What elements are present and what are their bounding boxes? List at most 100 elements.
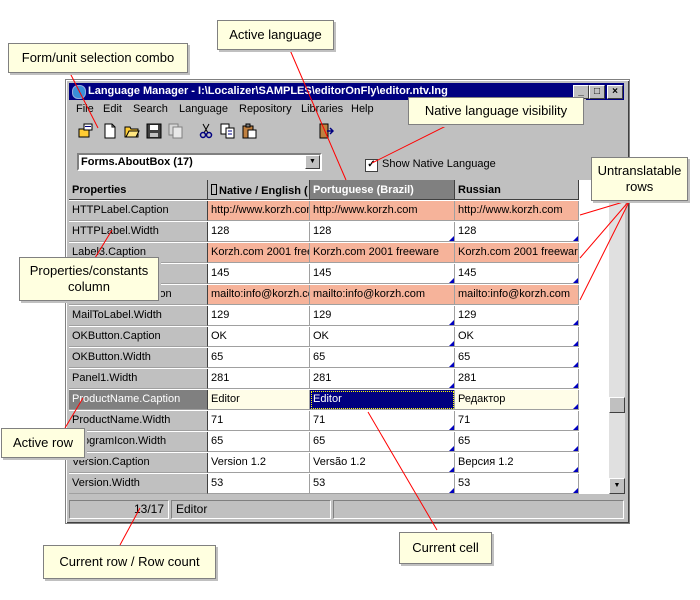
russian-cell[interactable]: OK [455,327,579,347]
native-cell[interactable]: 71 [208,411,310,431]
menu-edit[interactable]: Edit [103,103,122,115]
russian-cell[interactable]: http://www.korzh.com [455,201,579,221]
russian-cell[interactable]: Korzh.com 2001 freeware [455,243,579,263]
form-selection-combo[interactable]: Forms.AboutBox (17) ▼ [77,153,322,171]
russian-cell[interactable]: 281 [455,369,579,389]
portuguese-cell[interactable]: 129 [310,306,455,326]
portuguese-cell[interactable]: Korzh.com 2001 freeware [310,243,455,263]
cut-icon[interactable] [197,122,215,140]
new-file-icon[interactable] [101,122,119,140]
header-portuguese[interactable]: Portuguese (Brazil) [310,180,455,200]
portuguese-cell[interactable]: 128 [310,222,455,242]
maximize-button[interactable]: □ [589,85,605,99]
save-icon[interactable] [145,122,163,140]
property-cell[interactable]: ProductName.Caption [69,390,208,410]
property-cell[interactable]: OKButton.Caption [69,327,208,347]
row-count-status: 13/17 [69,500,169,519]
translation-marker-icon [573,404,578,409]
native-cell[interactable]: 145 [208,264,310,284]
show-native-checkbox[interactable]: ✓ [365,159,378,172]
native-cell[interactable]: 65 [208,432,310,452]
portuguese-cell[interactable]: http://www.korzh.com [310,201,455,221]
portuguese-cell[interactable]: 145 [310,264,455,284]
copy-icon[interactable] [219,122,237,140]
russian-cell[interactable]: 129 [455,306,579,326]
native-cell[interactable]: 128 [208,222,310,242]
chevron-down-icon[interactable]: ▼ [305,155,320,169]
portuguese-cell[interactable]: 281 [310,369,455,389]
native-cell[interactable]: 281 [208,369,310,389]
russian-cell[interactable]: 145 [455,264,579,284]
property-cell[interactable]: HTTPLabel.Width [69,222,208,242]
property-cell[interactable]: ProductName.Width [69,411,208,431]
current-cell[interactable]: Editor [310,390,455,410]
scroll-thumb[interactable] [609,397,625,413]
russian-cell[interactable]: Версия 1.2 [455,453,579,473]
native-cell[interactable]: Version 1.2 [208,453,310,473]
property-cell[interactable]: OKButton.Width [69,348,208,368]
menu-search[interactable]: Search [133,103,168,115]
open-options-icon[interactable] [77,122,95,140]
translation-grid: Properties Native / English ( Portuguese… [69,180,609,494]
russian-cell[interactable]: 71 [455,411,579,431]
portuguese-cell[interactable]: mailto:info@korzh.com [310,285,455,305]
native-cell[interactable]: 129 [208,306,310,326]
native-cell[interactable]: http://www.korzh.com [208,201,310,221]
grid-header: Properties Native / English ( Portuguese… [69,180,609,201]
header-russian[interactable]: Russian [455,180,579,200]
header-native[interactable]: Native / English ( [208,180,310,200]
portuguese-cell[interactable]: OK [310,327,455,347]
title-bar[interactable]: Language Manager - I:\Localizer\SAMPLES\… [69,83,624,100]
portuguese-cell[interactable]: 71 [310,411,455,431]
russian-cell[interactable]: mailto:info@korzh.com [455,285,579,305]
exit-door-icon[interactable] [317,122,335,140]
paste-icon[interactable] [241,122,259,140]
russian-cell[interactable]: 53 [455,474,579,494]
portuguese-cell[interactable]: Versão 1.2 [310,453,455,473]
native-cell[interactable]: Korzh.com 2001 freeware [208,243,310,263]
scroll-down-icon[interactable]: ▼ [609,478,625,494]
property-cell[interactable]: HTTPLabel.Caption [69,201,208,221]
russian-cell[interactable]: 65 [455,432,579,452]
native-cell[interactable]: mailto:info@korzh.com [208,285,310,305]
native-cell[interactable]: 65 [208,348,310,368]
portuguese-cell[interactable]: 65 [310,432,455,452]
native-cell[interactable]: Editor [208,390,310,410]
russian-cell[interactable]: 128 [455,222,579,242]
header-properties[interactable]: Properties [69,180,208,200]
menu-repository[interactable]: Repository [239,103,292,115]
portuguese-cell[interactable]: 53 [310,474,455,494]
close-button[interactable]: × [607,85,623,99]
property-cell[interactable]: ProgramIcon.Width [69,432,208,452]
translation-marker-icon [449,341,454,346]
native-cell[interactable]: OK [208,327,310,347]
property-cell[interactable]: Version.Caption [69,453,208,473]
translation-marker-icon [449,467,454,472]
menu-language[interactable]: Language [179,103,228,115]
open-folder-icon[interactable] [123,122,141,140]
russian-cell[interactable]: 65 [455,348,579,368]
copy-files-icon[interactable] [167,122,185,140]
menu-libraries[interactable]: Libraries [301,103,344,115]
property-cell[interactable]: MailToLabel.Width [69,306,208,326]
property-cell[interactable]: Version.Width [69,474,208,494]
portuguese-cell[interactable]: 65 [310,348,455,368]
property-cell[interactable]: Panel1.Width [69,369,208,389]
russian-cell[interactable]: Редактор [455,390,579,410]
native-cell[interactable]: 53 [208,474,310,494]
translation-marker-icon [573,425,578,430]
menu-help[interactable]: Help [351,103,374,115]
